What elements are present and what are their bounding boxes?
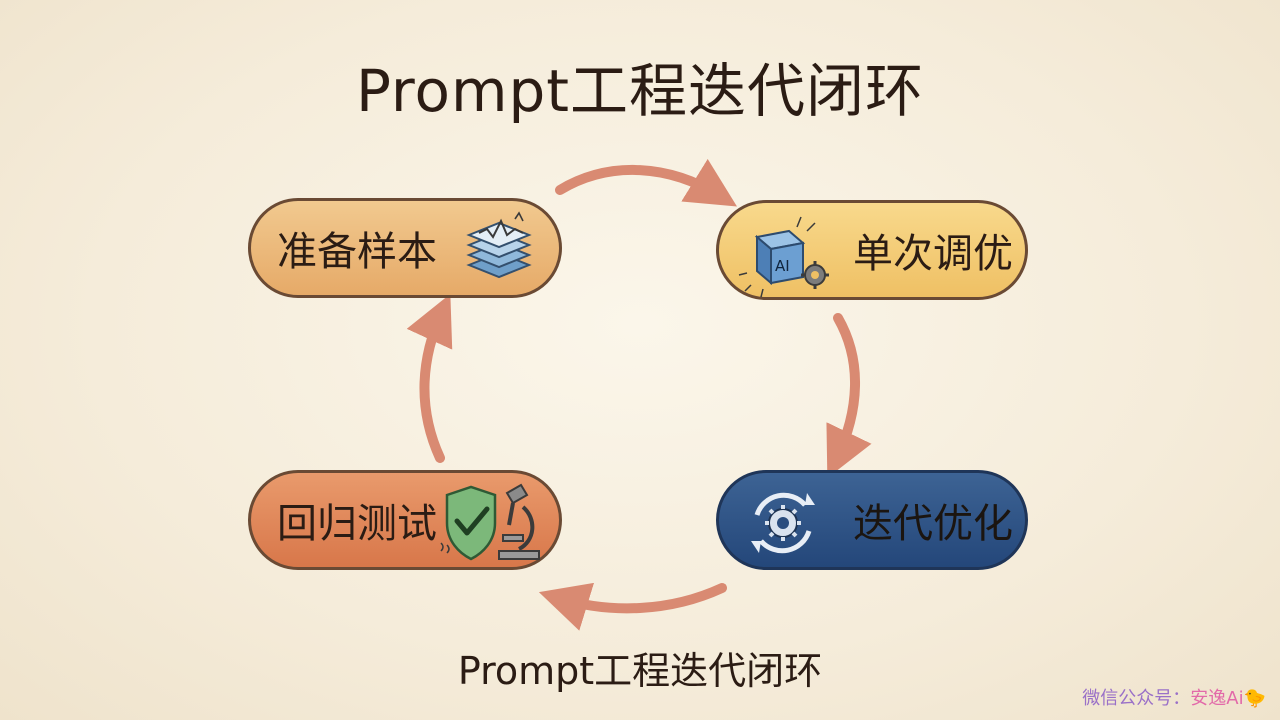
chick-icon: 🐤 [1243, 688, 1266, 709]
step-iterate-label: 迭代优化 [853, 501, 1013, 547]
page-title: Prompt工程迭代闭环 [355, 57, 925, 125]
watermark: 微信公众号：安逸Ai🐤 [1082, 684, 1266, 710]
layered-stack-icon [466, 211, 532, 279]
shield-check-microscope-icon [440, 483, 540, 561]
step-prepare-samples: 准备样本 [248, 198, 562, 298]
watermark-brand: 安逸Ai [1190, 688, 1244, 709]
step-iterative-optimization: 迭代优化 [716, 470, 1028, 570]
step-regression-testing: 回归测试 [248, 470, 562, 570]
step-single-tuning: AI 单次调优 [716, 200, 1028, 300]
step-regress-label: 回归测试 [277, 501, 437, 547]
diagram-caption: Prompt工程迭代闭环 [457, 649, 823, 693]
gear-cycle-icon [751, 492, 815, 554]
ai-chip-gear-icon: AI [738, 216, 829, 298]
ai-badge-text: AI [775, 257, 790, 275]
watermark-prefix: 微信公众号： [1082, 688, 1191, 709]
step-prepare-label: 准备样本 [277, 229, 437, 275]
step-tune-label: 单次调优 [853, 231, 1013, 277]
